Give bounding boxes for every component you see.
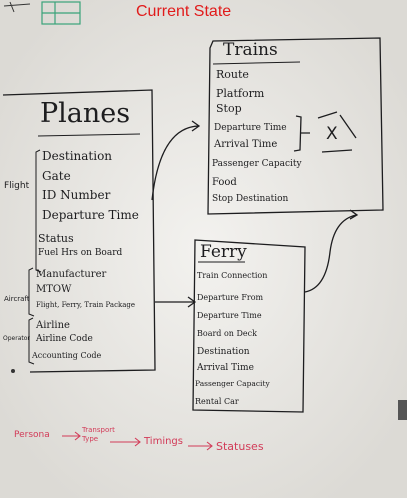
ferry-item: Rental Car — [195, 397, 239, 406]
flow-step-transport-type: Transport Type — [82, 426, 115, 444]
trains-bracket — [293, 115, 310, 152]
operator-bracket — [28, 317, 35, 365]
planes-heading: Planes — [40, 98, 131, 129]
planes-aircraft-item: Flight, Ferry, Train Package — [36, 301, 136, 309]
trains-item: Food — [212, 177, 237, 188]
flight-label: Flight — [4, 181, 30, 191]
trains-box — [207, 37, 384, 215]
ferry-item: Departure Time — [197, 311, 262, 320]
ferry-item: Destination — [197, 347, 250, 357]
planes-operator-item: Airline — [36, 320, 70, 331]
planes-flight-item: Gate — [42, 169, 71, 183]
cycle-x-mark: X — [326, 124, 338, 144]
aircraft-label: Aircraft — [4, 295, 30, 303]
trains-item: Arrival Time — [214, 139, 278, 150]
planes-to-ferry-arrow — [155, 296, 197, 308]
trains-item: Stop Destination — [212, 194, 289, 204]
corner-scribble — [3, 1, 31, 13]
flow-step-statuses: Statuses — [216, 440, 264, 453]
ferry-item: Departure From — [197, 293, 264, 302]
planes-flight-item: Destination — [42, 149, 113, 163]
aircraft-bracket — [28, 267, 35, 317]
planes-operator-item: Accounting Code — [32, 351, 102, 360]
flow-step-timings: Timings — [144, 436, 183, 447]
trains-item: Departure Time — [214, 123, 287, 133]
ferry-box — [192, 239, 306, 413]
ferry-item: Passenger Capacity — [195, 379, 270, 388]
planes-aircraft-item: MTOW — [36, 284, 72, 295]
ferry-to-trains-arrow — [304, 209, 359, 293]
planes-operator-item: Airline Code — [36, 334, 93, 344]
planes-flight-item: Status — [38, 232, 74, 245]
trains-item: Stop — [216, 102, 242, 115]
flow-step-persona: Persona — [14, 430, 50, 440]
planes-aircraft-item: Manufacturer — [36, 269, 107, 280]
trains-item: Route — [216, 68, 249, 81]
cycle-arrows-icon — [317, 111, 357, 153]
planes-flight-item: ID Number — [42, 188, 111, 202]
ferry-item: Train Connection — [197, 271, 268, 280]
trains-item: Platform — [216, 87, 265, 100]
operator-label: Operator — [3, 335, 30, 342]
flow-arrows — [62, 431, 213, 451]
flight-bracket — [35, 149, 42, 273]
trains-item: Passenger Capacity — [212, 159, 302, 169]
ferry-item: Arrival Time — [197, 363, 254, 373]
planes-box — [2, 89, 156, 373]
corner-sketch-icon — [41, 1, 81, 25]
ferry-item: Board on Deck — [197, 329, 257, 338]
page-title: Current State — [136, 3, 232, 20]
ferry-heading: Ferry — [200, 242, 247, 262]
planes-to-trains-arrow — [151, 120, 201, 201]
planes-flight-item: Departure Time — [42, 208, 139, 222]
trains-heading: Trains — [223, 40, 278, 60]
planes-flight-item: Fuel Hrs on Board — [38, 248, 123, 258]
